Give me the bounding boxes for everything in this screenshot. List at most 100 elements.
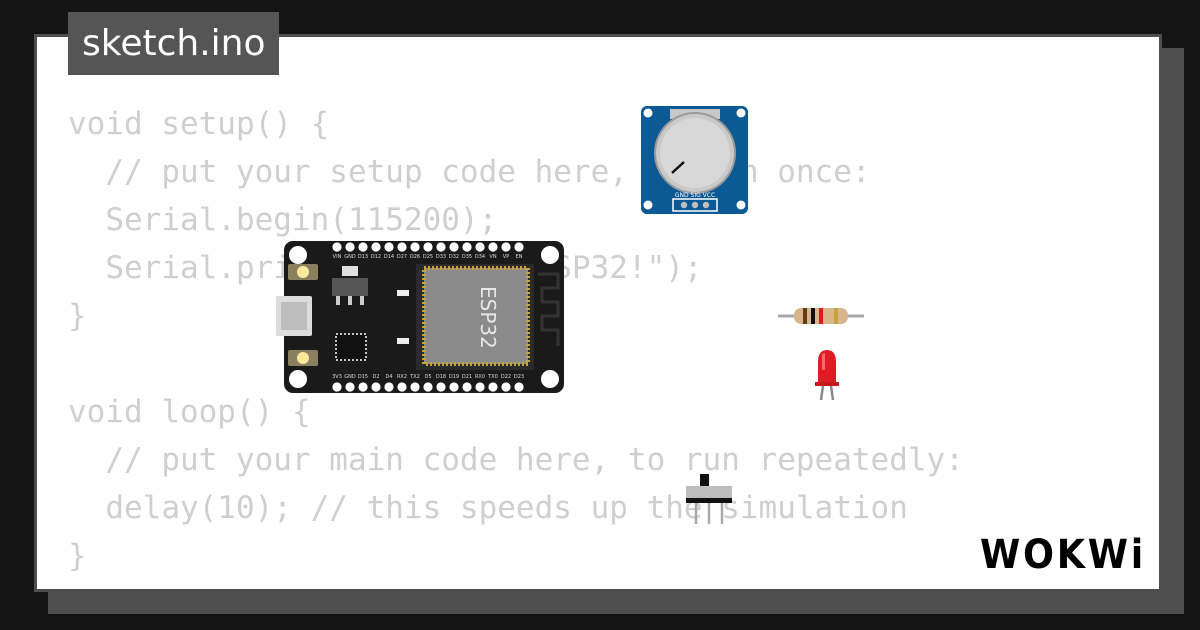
led-anode[interactable] [829, 385, 835, 401]
top-pin-d14[interactable] [384, 242, 394, 252]
code-line: delay(10); // this speeds up the simulat… [68, 490, 908, 526]
top-pin-d26[interactable] [410, 242, 420, 252]
mount-hole [541, 370, 559, 388]
bottom-pin-label: D22 [501, 374, 511, 380]
bottom-pin-rx2[interactable] [397, 382, 407, 392]
mount-hole [289, 246, 307, 264]
pot-pin[interactable] [702, 201, 710, 209]
top-pin-label: VIN [333, 254, 342, 260]
resistor[interactable] [778, 304, 864, 328]
top-pin-vn[interactable] [488, 242, 498, 252]
switch-lever[interactable] [700, 474, 709, 486]
bottom-pin-3v3[interactable] [332, 382, 342, 392]
top-pin-label: D14 [384, 254, 394, 260]
top-pin-d35[interactable] [462, 242, 472, 252]
top-pin-d33[interactable] [436, 242, 446, 252]
top-pin-d13[interactable] [358, 242, 368, 252]
top-pin-d32[interactable] [449, 242, 459, 252]
top-pin-header [332, 242, 524, 252]
bottom-pin-label: TX0 [487, 374, 498, 380]
top-pin-d27[interactable] [397, 242, 407, 252]
bottom-pin-label: D15 [358, 374, 368, 380]
code-line: // put your setup code here, to run once… [68, 154, 871, 190]
code-line: Serial.begin(115200); [68, 202, 498, 238]
bottom-pin-tx2[interactable] [410, 382, 420, 392]
resistor-band [811, 308, 815, 324]
top-pin-vp[interactable] [501, 242, 511, 252]
bottom-pin-d22[interactable] [501, 382, 511, 392]
bottom-pin-d21[interactable] [462, 382, 472, 392]
mount-hole [736, 108, 746, 118]
top-pin-d12[interactable] [371, 242, 381, 252]
led-rim [815, 382, 839, 386]
top-pin-label: D12 [371, 254, 381, 260]
code-line: // put your main code here, to run repea… [68, 442, 964, 478]
led-dome [818, 350, 836, 382]
bottom-pin-label: D19 [449, 374, 459, 380]
bottom-pin-d23[interactable] [514, 382, 524, 392]
mount-hole [289, 370, 307, 388]
pot-pin[interactable] [691, 201, 699, 209]
bottom-pin-label: 3V3 [332, 374, 342, 380]
mount-hole [643, 108, 653, 118]
usb-port [281, 302, 307, 330]
top-pin-d34[interactable] [475, 242, 485, 252]
top-pin-label: GND [344, 254, 356, 260]
bottom-pin-rx0[interactable] [475, 382, 485, 392]
top-pin-en[interactable] [514, 242, 524, 252]
code-line: } [68, 298, 87, 334]
top-pin-gnd[interactable] [345, 242, 355, 252]
boot-button[interactable] [288, 264, 318, 280]
bottom-pin-d19[interactable] [449, 382, 459, 392]
code-line: } [68, 538, 87, 574]
top-pin-label: D35 [462, 254, 472, 260]
bottom-pin-d2[interactable] [371, 382, 381, 392]
bottom-pin-label: D21 [462, 374, 472, 380]
bottom-pin-label: D23 [514, 374, 524, 380]
led-cathode[interactable] [819, 385, 825, 401]
bottom-pin-d4[interactable] [384, 382, 394, 392]
chip-label: ESP32 [476, 286, 500, 349]
bottom-pin-tx0[interactable] [488, 382, 498, 392]
bottom-pin-label: D4 [385, 374, 392, 380]
file-tab-label: sketch.ino [82, 23, 266, 64]
smd-led [397, 338, 409, 344]
top-pin-vin[interactable] [332, 242, 342, 252]
red-led[interactable] [810, 348, 844, 402]
bottom-pin-gnd[interactable] [345, 382, 355, 392]
reset-button[interactable] [288, 350, 318, 366]
pot-pin-labels: GND SIG VCC [675, 192, 715, 199]
preview-card [34, 34, 1162, 592]
bottom-pin-label: D2 [372, 374, 379, 380]
top-pin-d25[interactable] [423, 242, 433, 252]
pot-pointer [671, 161, 685, 174]
top-pin-label: VP [503, 254, 509, 260]
bottom-pin-label: RX2 [397, 374, 407, 380]
top-pin-label: VN [489, 254, 496, 260]
resistor-band [819, 308, 823, 324]
wokwi-logo-text: WOKWi [980, 532, 1146, 576]
usb-serial-chip [335, 333, 367, 361]
wokwi-logo[interactable]: WOKWi [980, 528, 1156, 576]
bottom-pin-d18[interactable] [436, 382, 446, 392]
top-pin-label: D13 [358, 254, 368, 260]
top-pin-label: D32 [449, 254, 459, 260]
led-highlight [822, 353, 825, 370]
code-line: void loop() { [68, 394, 311, 430]
pot-pin-frame [672, 198, 718, 212]
bottom-pin-label: GND [344, 374, 356, 380]
pot-pin[interactable] [680, 201, 688, 209]
top-pin-label: D25 [423, 254, 433, 260]
top-pin-label: D34 [475, 254, 485, 260]
file-tab[interactable]: sketch.ino [68, 12, 280, 75]
top-pin-label: D26 [410, 254, 420, 260]
bottom-pin-d5[interactable] [423, 382, 433, 392]
potentiometer[interactable]: GND SIG VCC [640, 105, 750, 215]
slide-switch[interactable] [684, 472, 736, 526]
voltage-regulator [332, 266, 368, 305]
bottom-pin-d15[interactable] [358, 382, 368, 392]
pot-knob-face [660, 118, 730, 188]
